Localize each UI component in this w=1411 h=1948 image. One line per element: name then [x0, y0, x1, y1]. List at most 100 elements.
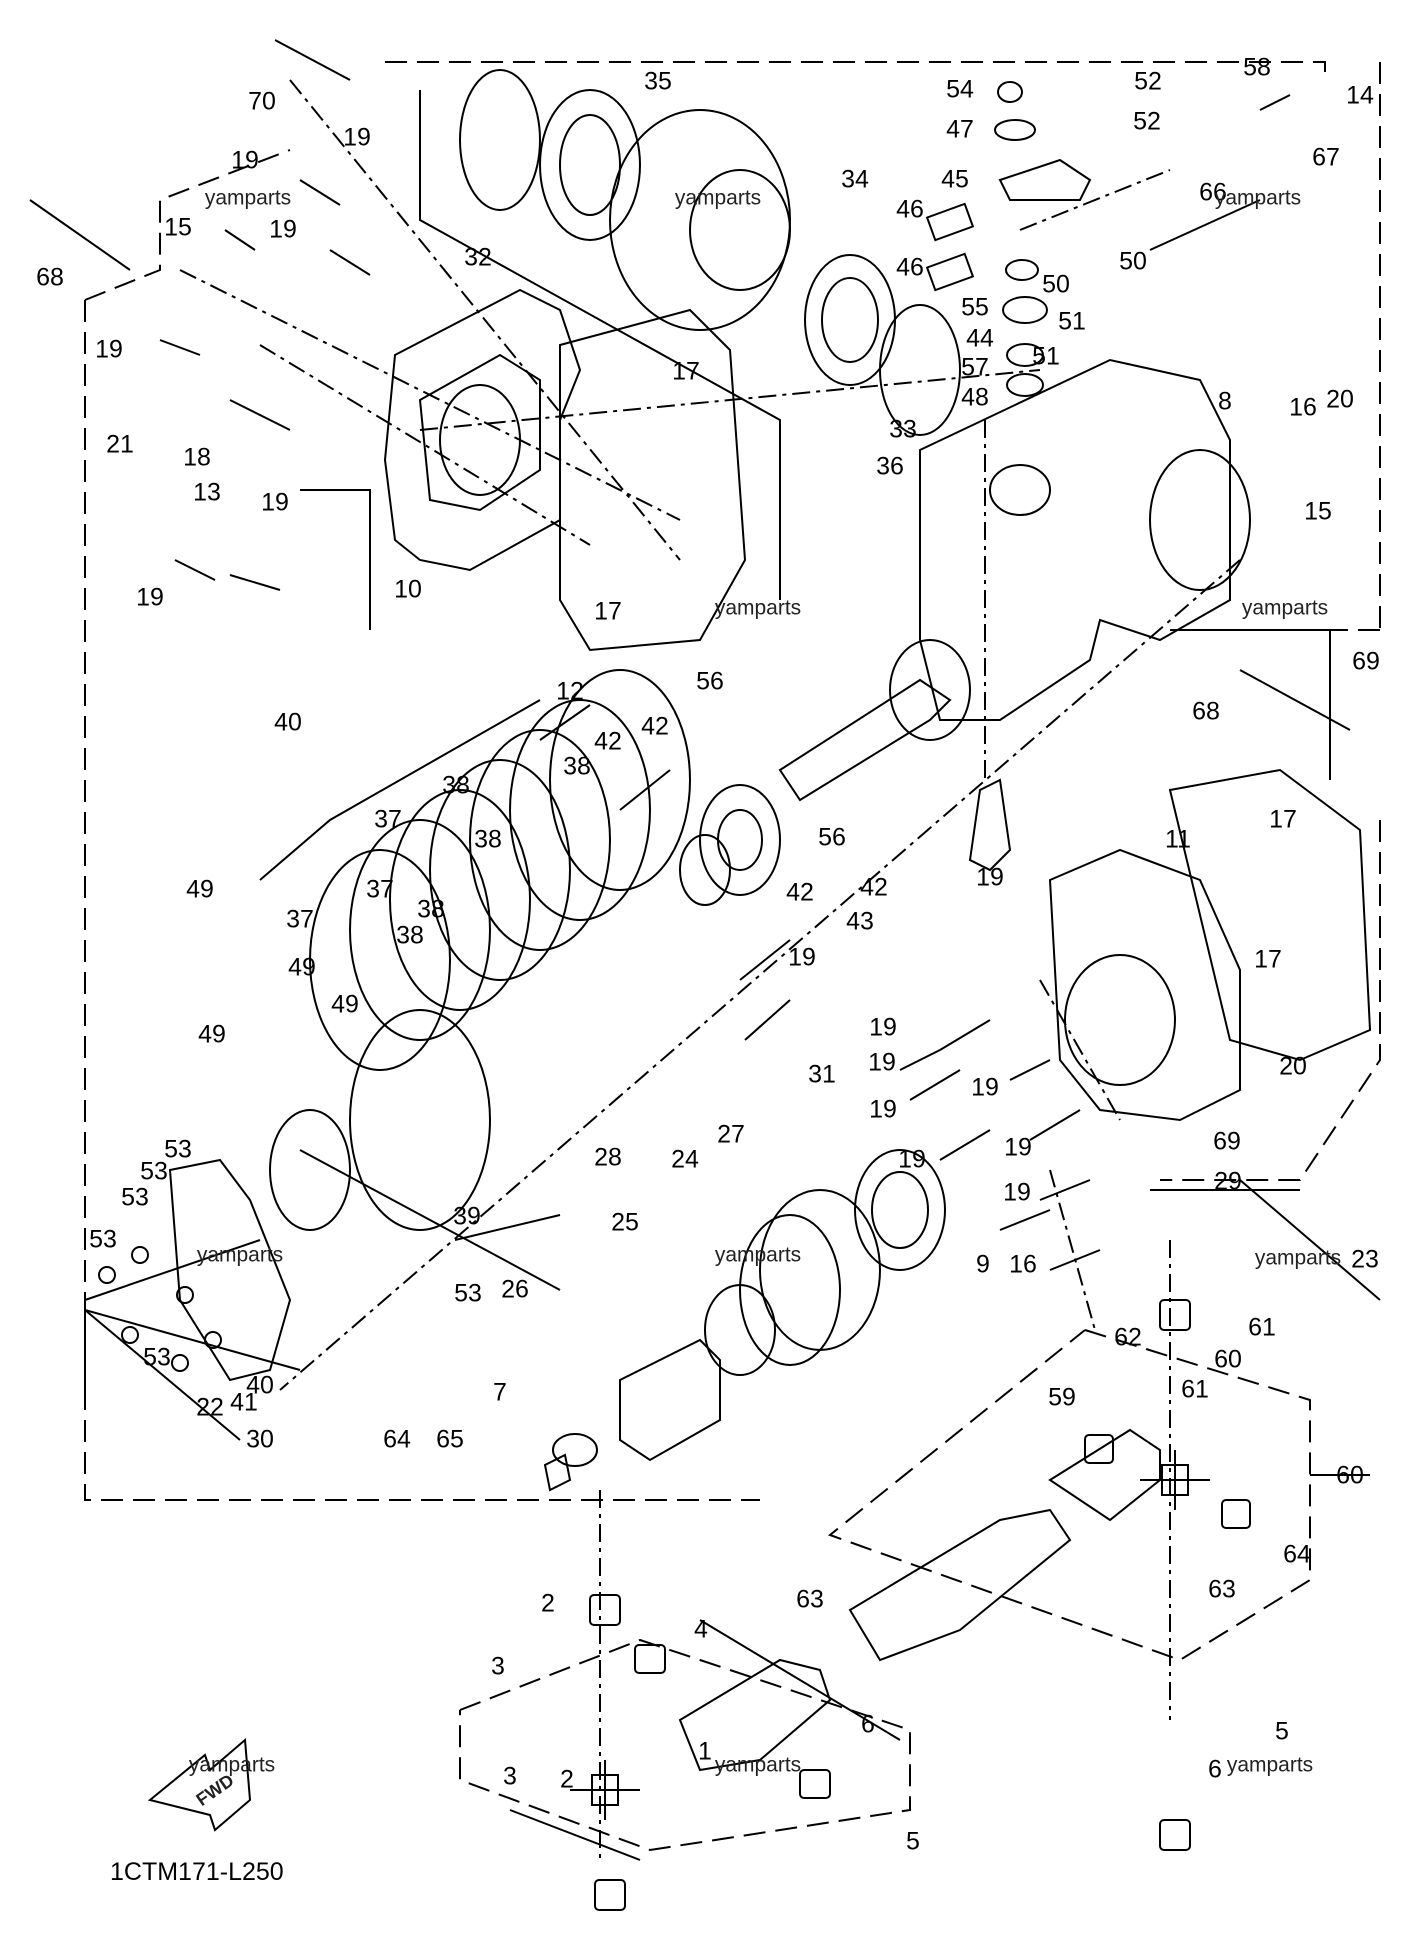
callout-42: 42	[786, 878, 814, 907]
callout-10: 10	[394, 575, 422, 604]
callout-36: 36	[876, 452, 904, 481]
callout-19: 19	[869, 1013, 897, 1042]
callout-31: 31	[808, 1060, 836, 1089]
callout-67: 67	[1312, 143, 1340, 172]
callout-16: 16	[1289, 393, 1317, 422]
callout-57: 57	[961, 353, 989, 382]
callout-19: 19	[1004, 1133, 1032, 1162]
callout-17: 17	[594, 597, 622, 626]
callout-20: 20	[1279, 1052, 1307, 1081]
spider-62	[1140, 1450, 1210, 1510]
callout-52: 52	[1134, 67, 1162, 96]
callout-35: 35	[644, 67, 672, 96]
pinion-shaft	[778, 639, 971, 802]
callout-44: 44	[966, 324, 994, 353]
callout-70: 70	[248, 87, 276, 116]
callout-27: 27	[717, 1120, 745, 1149]
u-joint-group-outline	[827, 1329, 1311, 1662]
callout-19: 19	[971, 1073, 999, 1102]
watermark-text: yamparts	[714, 596, 802, 620]
callout-65: 65	[436, 1425, 464, 1454]
callout-42: 42	[641, 712, 669, 741]
callout-61: 61	[1248, 1313, 1276, 1342]
lower-yoke	[678, 1658, 832, 1772]
watermark-text: yamparts	[1254, 1246, 1342, 1270]
callout-50: 50	[1119, 247, 1147, 276]
callout-49: 49	[331, 990, 359, 1019]
callout-7: 7	[493, 1378, 507, 1407]
callout-1: 1	[698, 1737, 712, 1766]
callout-68: 68	[1192, 697, 1220, 726]
callout-38: 38	[417, 895, 445, 924]
callout-42: 42	[594, 727, 622, 756]
callout-56: 56	[818, 823, 846, 852]
callout-50: 50	[1042, 270, 1070, 299]
callout-47: 47	[946, 115, 974, 144]
callout-53: 53	[140, 1157, 168, 1186]
callout-19: 19	[869, 1095, 897, 1124]
callout-17: 17	[1254, 945, 1282, 974]
callout-14: 14	[1346, 81, 1374, 110]
callout-69: 69	[1213, 1127, 1241, 1156]
callout-38: 38	[563, 752, 591, 781]
callout-32: 32	[464, 243, 492, 272]
callout-39: 39	[453, 1202, 481, 1231]
callout-60: 60	[1214, 1345, 1242, 1374]
callout-64: 64	[1283, 1540, 1311, 1569]
callout-19: 19	[1003, 1178, 1031, 1207]
yoke-24	[543, 1338, 721, 1492]
callout-53: 53	[164, 1135, 192, 1164]
callout-53: 53	[454, 1279, 482, 1308]
watermark-text: yamparts	[1226, 1753, 1314, 1777]
grouping-brackets	[84, 90, 1381, 1861]
callout-48: 48	[961, 383, 989, 412]
callout-46: 46	[896, 253, 924, 282]
callout-66: 66	[1199, 178, 1227, 207]
callout-24: 24	[671, 1145, 699, 1174]
bearing-30	[679, 784, 781, 906]
callout-18: 18	[183, 443, 211, 472]
plate-39	[168, 1158, 292, 1382]
callout-11: 11	[1165, 825, 1191, 854]
callout-63: 63	[796, 1585, 824, 1614]
callout-5: 5	[1275, 1717, 1289, 1746]
rear-case-10	[383, 288, 582, 572]
callout-30: 30	[246, 1425, 274, 1454]
callout-26: 26	[501, 1275, 529, 1304]
callout-53: 53	[121, 1183, 149, 1212]
callout-40: 40	[246, 1371, 274, 1400]
watermark-text: yamparts	[1241, 596, 1329, 620]
callout-29: 29	[1214, 1167, 1242, 1196]
assembly-leader-lines	[179, 79, 1241, 1860]
callout-60: 60	[1336, 1461, 1364, 1490]
watermark-text: yamparts	[196, 1243, 284, 1267]
callout-19: 19	[788, 943, 816, 972]
callout-19: 19	[976, 863, 1004, 892]
callout-8: 8	[1218, 387, 1232, 416]
shift-parts	[925, 81, 1291, 872]
callout-17: 17	[1269, 805, 1297, 834]
main-assembly-outline	[84, 61, 1381, 1501]
callout-55: 55	[961, 293, 989, 322]
callout-49: 49	[198, 1020, 226, 1049]
hub-22	[269, 1109, 351, 1231]
clutch-plate-stack	[309, 669, 691, 1231]
callout-34: 34	[841, 165, 869, 194]
callout-56: 56	[696, 667, 724, 696]
caps	[589, 1299, 1251, 1911]
callout-15: 15	[1304, 497, 1332, 526]
callout-38: 38	[396, 921, 424, 950]
callout-54: 54	[946, 75, 974, 104]
callout-64: 64	[383, 1425, 411, 1454]
callout-52: 52	[1133, 107, 1161, 136]
callout-46: 46	[896, 195, 924, 224]
gasket-11	[1168, 768, 1372, 1062]
callout-38: 38	[442, 771, 470, 800]
fwd-arrow-shape	[147, 1737, 252, 1832]
callout-58: 58	[1243, 53, 1271, 82]
callout-4: 4	[694, 1615, 708, 1644]
callout-21: 21	[106, 430, 134, 459]
callout-6: 6	[1208, 1755, 1222, 1784]
